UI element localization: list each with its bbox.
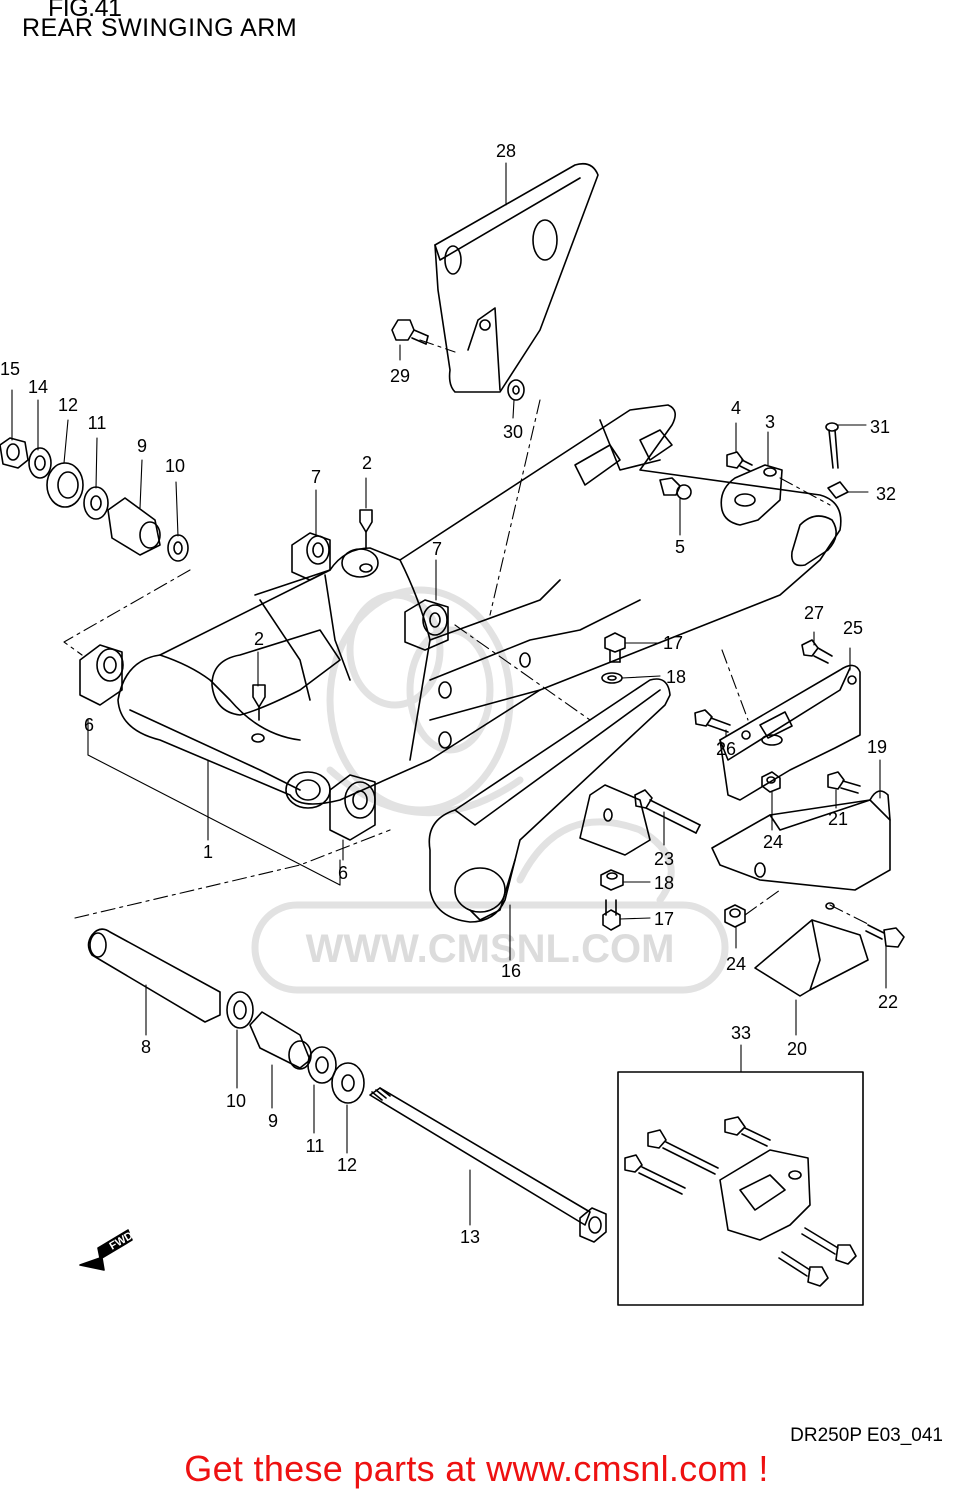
part-9-spacer-lower <box>249 1011 312 1070</box>
fwd-arrow-label: FWD <box>108 1230 136 1253</box>
part-18-nut-lower <box>600 869 624 891</box>
part-8-pivot-sleeve <box>87 928 221 1023</box>
part-11-washer-left <box>83 486 109 520</box>
callout-21: 21 <box>828 809 848 829</box>
callout-15: 15 <box>0 359 20 379</box>
callout-24: 24 <box>763 832 783 852</box>
callout-26: 26 <box>716 739 736 759</box>
callout-12: 12 <box>337 1155 357 1175</box>
part-19-guide-bracket <box>711 790 891 910</box>
callout-1: 1 <box>203 842 213 862</box>
callout-11: 11 <box>88 413 107 433</box>
part-33-kit-box <box>617 1071 864 1306</box>
callout-3: 3 <box>765 412 775 432</box>
callout-9: 9 <box>137 436 147 456</box>
part-2-grease-nipple-upper <box>359 509 373 573</box>
watermark-text: WWW.CMSNL.COM <box>306 927 675 971</box>
cmsnl-watermark <box>251 586 729 994</box>
part-3-chain-adjuster <box>720 464 783 526</box>
figure-id: FIG.41 <box>48 0 122 22</box>
callout-32: 32 <box>876 484 896 504</box>
part-22-bolt <box>865 924 905 948</box>
part-7-bushing-lower <box>404 599 449 651</box>
callout-20: 20 <box>787 1039 807 1059</box>
part-31-cotter-pin <box>825 422 839 469</box>
part-16-chain-buffer <box>428 678 671 923</box>
part-28-chain-guard-plate <box>434 162 599 393</box>
callout-17: 17 <box>663 633 683 653</box>
callout-10: 10 <box>226 1091 246 1111</box>
part-7-bushing-upper <box>291 532 331 581</box>
part-10-washer-left <box>167 534 189 562</box>
dash-lines <box>63 339 871 926</box>
fwd-arrow <box>79 1229 133 1271</box>
callout-6: 6 <box>84 715 94 735</box>
part-18-washer-upper <box>601 672 623 684</box>
part-25-bracket <box>719 664 861 801</box>
part-6-bushing-upper <box>79 644 124 706</box>
part-4-bolt <box>726 451 753 472</box>
part-12-dust-seal-lower <box>331 1062 365 1104</box>
callout-24: 24 <box>726 954 746 974</box>
part-14-washer-left <box>28 447 52 479</box>
part-5-bolt <box>659 477 692 500</box>
callout-5: 5 <box>675 537 685 557</box>
callout-6: 6 <box>338 863 348 883</box>
part-30-washer <box>507 379 525 401</box>
part-32-clip <box>827 481 849 499</box>
leader-lines <box>11 162 887 1226</box>
callout-28: 28 <box>496 141 516 161</box>
part-13-pivot-shaft <box>369 1087 607 1243</box>
callout-25: 25 <box>843 618 863 638</box>
callout-31: 31 <box>870 417 890 437</box>
callout-22: 22 <box>878 992 898 1012</box>
figure-title: REAR SWINGING ARM <box>22 14 298 42</box>
callout-2: 2 <box>254 629 264 649</box>
callout-8: 8 <box>141 1037 151 1057</box>
callout-16: 16 <box>501 961 521 981</box>
callout-13: 13 <box>460 1227 480 1247</box>
part-20-guard-plate <box>754 919 869 997</box>
part-24-nut-lower <box>724 904 746 928</box>
callout-14: 14 <box>28 377 48 397</box>
callout-12: 12 <box>58 395 78 415</box>
part-9-spacer-left <box>107 497 161 556</box>
part-17-bolt-lower <box>602 899 621 931</box>
callout-17: 17 <box>654 909 674 929</box>
part-23-bolt <box>634 789 701 834</box>
part-21-bolt <box>827 771 861 794</box>
callout-4: 4 <box>731 398 741 418</box>
callout-30: 30 <box>503 422 523 442</box>
part-27-bolt <box>801 639 833 664</box>
part-11-washer-lower <box>307 1046 337 1084</box>
callout-2: 2 <box>362 453 372 473</box>
part-24-nut-upper <box>761 771 781 793</box>
part-29-bolt <box>391 319 429 345</box>
callout-23: 23 <box>654 849 674 869</box>
part-15-nut <box>0 437 29 469</box>
callout-27: 27 <box>804 603 824 623</box>
callout-18: 18 <box>654 873 674 893</box>
callout-33: 33 <box>731 1023 751 1043</box>
part-6-bushing-lower <box>329 774 376 841</box>
shop-banner-link[interactable]: Get these parts at www.cmsnl.com ! <box>184 1448 769 1489</box>
part-26-bolt <box>694 709 731 733</box>
diagram-reference-code: DR250P E03_041 <box>790 1425 943 1446</box>
callout-7: 7 <box>432 539 442 559</box>
callout-11: 11 <box>306 1136 325 1156</box>
callout-7: 7 <box>311 467 321 487</box>
callout-labels: 1 2 2 3 4 5 6 6 7 7 8 9 9 10 10 11 11 12… <box>0 141 898 1247</box>
part-12-dust-seal-left <box>46 462 84 508</box>
callout-19: 19 <box>867 737 887 757</box>
exploded-parts-diagram: WWW.CMSNL.COM <box>0 141 905 1306</box>
callout-29: 29 <box>390 366 410 386</box>
part-2-grease-nipple-lower <box>251 684 266 743</box>
part-17-bolt-upper <box>604 632 626 663</box>
part-10-washer-lower <box>226 991 254 1029</box>
callout-10: 10 <box>165 456 185 476</box>
callout-9: 9 <box>268 1111 278 1131</box>
callout-18: 18 <box>666 667 686 687</box>
